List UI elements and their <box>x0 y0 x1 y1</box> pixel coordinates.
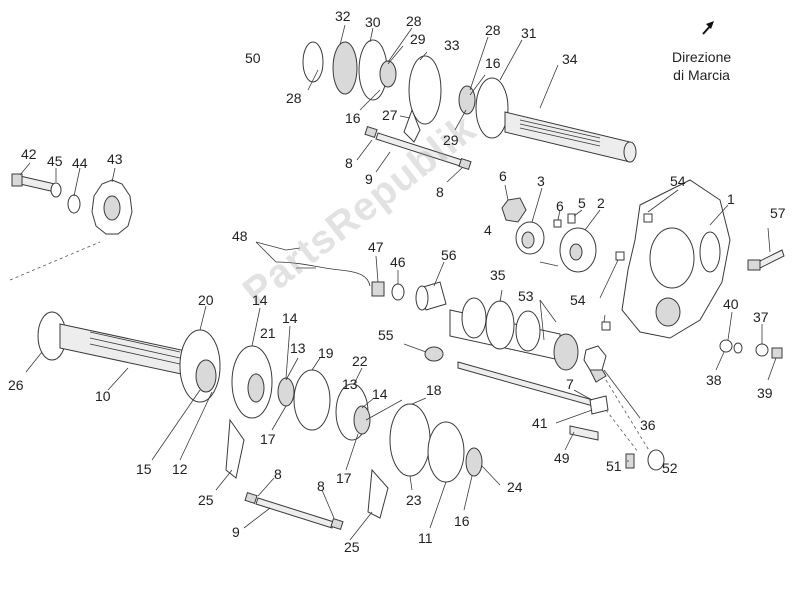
part-label: 5 <box>578 195 586 211</box>
part-label: 42 <box>21 146 37 162</box>
part-label: 14 <box>282 310 298 326</box>
part-label: 23 <box>406 492 422 508</box>
part-label: 40 <box>723 296 739 312</box>
part-label: 20 <box>198 292 214 308</box>
selector-parts <box>501 184 601 273</box>
part-label: 28 <box>406 13 422 29</box>
part-label: 14 <box>252 292 268 308</box>
shift-drum-assembly <box>403 289 665 471</box>
part-label: 53 <box>518 288 534 304</box>
part-label: 18 <box>426 382 442 398</box>
part-label: 17 <box>260 431 276 447</box>
part-label: 14 <box>372 386 388 402</box>
part-label: 6 <box>556 198 564 214</box>
part-label: 36 <box>640 417 656 433</box>
part-label: 17 <box>336 470 352 486</box>
part-label: 29 <box>410 31 426 47</box>
part-label: 37 <box>753 309 769 325</box>
part-label: 55 <box>378 327 394 343</box>
part-label: 35 <box>490 267 506 283</box>
main-shaft-assembly <box>25 305 221 461</box>
sensor-assembly <box>255 241 447 311</box>
part-label: 15 <box>136 461 152 477</box>
part-label: 1 <box>727 191 735 207</box>
part-label: 44 <box>72 155 88 171</box>
part-label: 11 <box>418 530 433 546</box>
part-label: 25 <box>344 539 360 555</box>
part-label: 25 <box>198 492 214 508</box>
part-label: 13 <box>290 340 306 356</box>
part-label: 8 <box>317 478 325 494</box>
part-label: 39 <box>757 385 773 401</box>
part-label: 41 <box>532 415 548 431</box>
part-label: 29 <box>443 132 459 148</box>
part-label: 28 <box>286 90 302 106</box>
part-label: 57 <box>770 205 786 221</box>
part-label: 9 <box>365 171 373 187</box>
part-label: 6 <box>499 168 507 184</box>
cover-assembly <box>599 179 785 339</box>
part-label: 10 <box>95 388 111 404</box>
part-label: 4 <box>484 222 492 238</box>
part-label: 48 <box>232 228 248 244</box>
direction-note: Direzione di Marcia <box>672 48 731 84</box>
part-label: 16 <box>345 110 361 126</box>
part-label: 49 <box>554 450 570 466</box>
part-label: 16 <box>485 55 501 71</box>
part-label: 16 <box>454 513 470 529</box>
part-label: 9 <box>232 524 240 540</box>
part-label: 12 <box>172 461 188 477</box>
part-label: 32 <box>335 8 351 24</box>
part-label: 21 <box>260 325 276 341</box>
part-label: 31 <box>521 25 537 41</box>
part-label: 24 <box>507 479 523 495</box>
part-label: 46 <box>390 254 406 270</box>
part-label: 52 <box>662 460 678 476</box>
part-label: 28 <box>485 22 501 38</box>
part-label: 27 <box>382 107 398 123</box>
part-label: 54 <box>570 292 586 308</box>
part-label: 34 <box>562 51 578 67</box>
part-label: 54 <box>670 173 686 189</box>
part-label: 19 <box>318 345 334 361</box>
front-sprocket-assembly <box>9 162 133 281</box>
part-label: 30 <box>365 14 381 30</box>
part-label: 8 <box>274 466 282 482</box>
part-label: 38 <box>706 372 722 388</box>
part-label: 22 <box>352 353 368 369</box>
part-label: 8 <box>345 155 353 171</box>
direction-line-1: Direzione <box>672 49 732 65</box>
part-label: 13 <box>342 376 358 392</box>
part-label: 33 <box>444 37 460 53</box>
part-label: 26 <box>8 377 24 393</box>
part-label: 45 <box>47 153 63 169</box>
part-label: 8 <box>436 184 444 200</box>
direction-arrow-icon <box>702 21 714 35</box>
part-label: 47 <box>368 239 384 255</box>
part-label: 2 <box>597 195 605 211</box>
part-label: 56 <box>441 247 457 263</box>
cover-small-parts <box>715 311 783 381</box>
part-label: 51 <box>606 458 622 474</box>
upper-shaft-assembly <box>302 24 637 183</box>
part-label: 43 <box>107 151 123 167</box>
part-label: 50 <box>245 50 261 66</box>
direction-line-2: di Marcia <box>673 67 730 83</box>
part-label: 7 <box>566 376 574 392</box>
lower-gear-stack <box>215 307 501 541</box>
part-label: 3 <box>537 173 545 189</box>
